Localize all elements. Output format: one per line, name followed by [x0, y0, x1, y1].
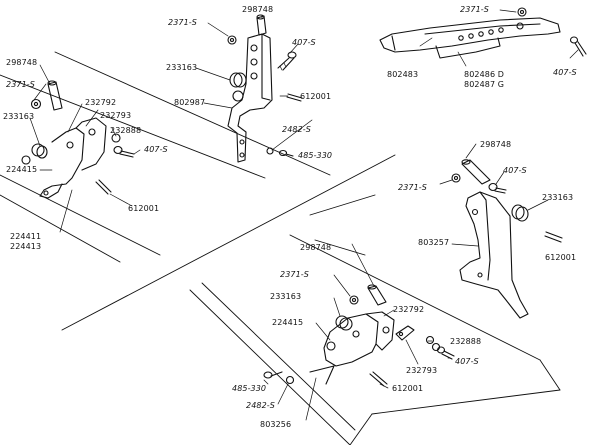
pin-612001-a [286, 93, 303, 102]
roller-233163-e [326, 315, 353, 351]
sleeve-298748-a [256, 14, 267, 36]
link-232793 [395, 325, 415, 341]
label-224411-b: 224411 [10, 232, 42, 241]
nut-2371-d [451, 173, 461, 183]
label-232888-b: 232888 [110, 126, 142, 135]
label-485-e: 485-330 [232, 384, 267, 393]
nut-2371-b [30, 98, 42, 110]
washer-2482-e [285, 375, 295, 385]
label-224413-b: 224413 [10, 242, 42, 251]
label-2371-c: 2371-S [460, 5, 489, 14]
label-298748-a: 298748 [242, 5, 274, 14]
label-298748-d: 298748 [480, 140, 512, 149]
label-485-a: 485-330 [298, 151, 333, 160]
sleeve-298748-b [47, 80, 63, 111]
label-298748-e: 298748 [300, 243, 332, 252]
label-407-e: 407-S [455, 357, 479, 366]
hinge-803256 [309, 311, 395, 385]
leader-lines [29, 9, 579, 421]
pin-612001-d [544, 231, 563, 243]
pin-612001-b [95, 179, 112, 195]
label-612001-d: 612001 [545, 253, 577, 262]
bolt-407-c [569, 36, 587, 57]
label-232793-b: 232793 [100, 111, 132, 120]
label-407-d: 407-S [503, 166, 527, 175]
label-407-a: 407-S [292, 38, 316, 47]
screw-485-a [278, 149, 294, 157]
label-803257-d: 803257 [418, 238, 450, 247]
roller-233163-b [21, 143, 48, 165]
bolt-407-e [436, 346, 455, 360]
label-407-c: 407-S [553, 68, 577, 77]
bolt-407-a [277, 51, 297, 71]
hinge-224411 [39, 117, 107, 199]
nut-2371-a [227, 35, 237, 45]
label-802486-c: 802486 D [464, 70, 505, 79]
label-2482-a: 2482-S [282, 125, 311, 134]
body-panel-lines [0, 51, 561, 445]
label-2371-b: 2371-S [6, 80, 35, 89]
label-233163-e: 233163 [270, 292, 302, 301]
label-803256-e: 803256 [260, 420, 292, 429]
screw-485-e [263, 371, 283, 379]
bolt-407-b [113, 145, 135, 158]
pin-612001-e [369, 371, 388, 387]
nut-2371-c [517, 7, 527, 17]
washer-2482-a [266, 147, 274, 155]
hinge-802987 [227, 33, 273, 163]
label-612001-a: 612001 [300, 92, 332, 101]
hinge-803257 [459, 191, 529, 319]
arm-802483 [379, 17, 561, 59]
label-612001-e: 612001 [392, 384, 424, 393]
label-2371-d: 2371-S [398, 183, 427, 192]
roller-233163-d [511, 204, 529, 222]
label-612001-b: 612001 [128, 204, 160, 213]
label-2482-e: 2482-S [246, 401, 275, 410]
label-224415-b: 224415 [6, 165, 38, 174]
label-232888-e: 232888 [450, 337, 482, 346]
label-224415-e: 224415 [272, 318, 304, 327]
label-802487-c: 802487 G [464, 80, 505, 89]
label-232792-b: 232792 [85, 98, 117, 107]
label-233163-a: 233163 [166, 63, 198, 72]
roller-233163-a [229, 72, 247, 102]
label-2371-e: 2371-S [280, 270, 309, 279]
label-2371-a: 2371-S [168, 18, 197, 27]
label-298748-b: 298748 [6, 58, 38, 67]
nut-2371-e [349, 295, 359, 305]
spacer-232888-b [111, 133, 121, 143]
label-407-b: 407-S [144, 145, 168, 154]
sleeve-298748-e [367, 284, 387, 306]
label-233163-b: 233163 [3, 112, 35, 121]
label-232792-e: 232792 [393, 305, 425, 314]
label-232793-e: 232793 [406, 366, 438, 375]
label-233163-d: 233163 [542, 193, 574, 202]
label-802987-a: 802987 [174, 98, 206, 107]
bolt-407-d [488, 182, 507, 194]
sleeve-298748-d [461, 159, 491, 185]
label-802483-c: 802483 [387, 70, 419, 79]
